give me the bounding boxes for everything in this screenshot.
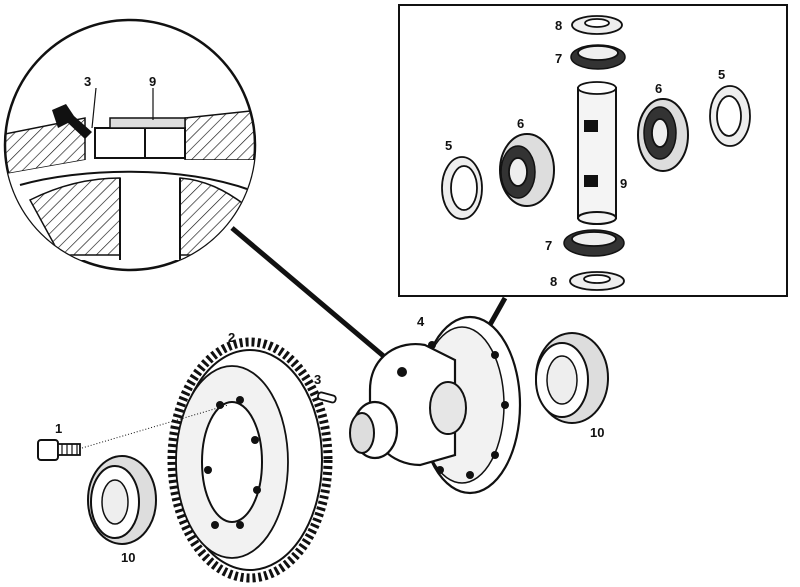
pinion-washer-bottom [563, 229, 625, 257]
lock-pin [317, 391, 337, 404]
inset-connector-line [230, 226, 402, 372]
pinion-gear-bottom [569, 271, 625, 291]
inset-label-shaft: 9 [149, 74, 156, 89]
label-pinion-washer-top: 7 [555, 51, 562, 66]
label-differential-case: 4 [417, 314, 425, 329]
label-lock-pin: 3 [314, 372, 321, 387]
label-thrust-washer-left: 5 [445, 138, 452, 153]
internal-parts-box: 8 7 6 5 6 5 9 7 8 [398, 4, 788, 297]
pinion-shaft [577, 81, 617, 225]
pinion-washer-top [570, 44, 626, 70]
label-side-gear-right: 6 [655, 81, 662, 96]
inset-label-pin: 3 [84, 74, 91, 89]
label-thrust-washer-right: 5 [718, 67, 725, 82]
label-bolt: 1 [55, 421, 62, 436]
pinion-gear-top [571, 15, 623, 35]
thrust-washer-right [709, 85, 751, 147]
differential-case [349, 315, 522, 495]
arrow-pointer-icon [52, 104, 92, 139]
bolt [37, 439, 81, 461]
bolt-leader-line [81, 404, 229, 449]
bearing-right [535, 332, 609, 424]
side-gear-right [637, 98, 689, 172]
label-pinion-gear-top: 8 [555, 18, 562, 33]
bearing-left [87, 455, 157, 545]
ring-gear [167, 337, 333, 583]
thrust-washer-left [441, 156, 483, 220]
label-side-gear-left: 6 [517, 116, 524, 131]
label-pinion-washer-bottom: 7 [545, 238, 552, 253]
label-bearing-right: 10 [590, 425, 604, 440]
label-pinion-shaft: 9 [620, 176, 627, 191]
side-gear-left [499, 133, 555, 207]
label-ring-gear: 2 [228, 330, 235, 345]
detail-inset-circle: 3 9 [3, 18, 257, 272]
label-pinion-gear-bottom: 8 [550, 274, 557, 289]
label-bearing-left: 10 [121, 550, 135, 565]
